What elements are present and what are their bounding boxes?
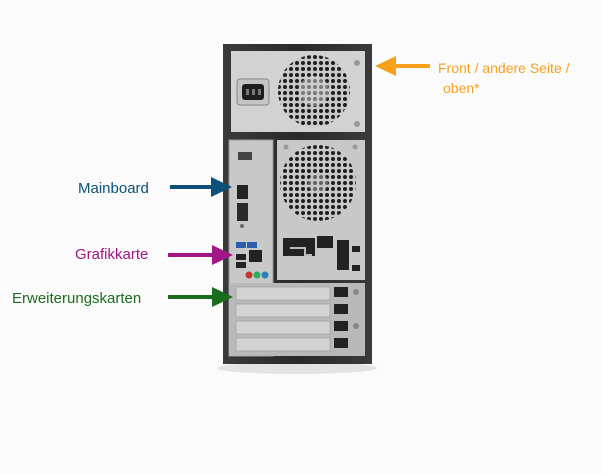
label-erweiterungskarten: Erweiterungskarten (12, 290, 142, 307)
slot-cover (235, 303, 331, 318)
arrow-right-icon (170, 177, 232, 197)
rear-fan-grill (280, 145, 356, 221)
case-shadow (217, 362, 377, 374)
psu-panel (231, 51, 365, 132)
slot-cover (235, 286, 331, 301)
label-front: Front / andere Seite / (438, 60, 570, 76)
audio-jack (245, 271, 253, 279)
usb3-port (247, 242, 257, 248)
usb3-port (236, 242, 246, 248)
slot-cover (235, 320, 331, 335)
label-mainboard: Mainboard (78, 180, 149, 197)
usb2-port (236, 254, 246, 260)
audio-jack (261, 271, 269, 279)
label-front-line2: oben* (443, 80, 480, 96)
middle-bracket (277, 232, 365, 280)
expansion-slots (229, 283, 365, 356)
arrow-right-icon (168, 287, 233, 307)
arrow-right-icon (168, 245, 233, 265)
usb2-port (236, 262, 246, 268)
label-grafikkarte: Grafikkarte (75, 246, 149, 263)
display-port (237, 185, 248, 199)
ethernet-port (249, 250, 262, 262)
ps2-port (238, 152, 252, 160)
arrow-left-icon (375, 56, 430, 76)
slot-cover (235, 337, 331, 352)
vga-port (237, 203, 248, 221)
audio-jack (253, 271, 261, 279)
rear-fan (277, 140, 365, 232)
